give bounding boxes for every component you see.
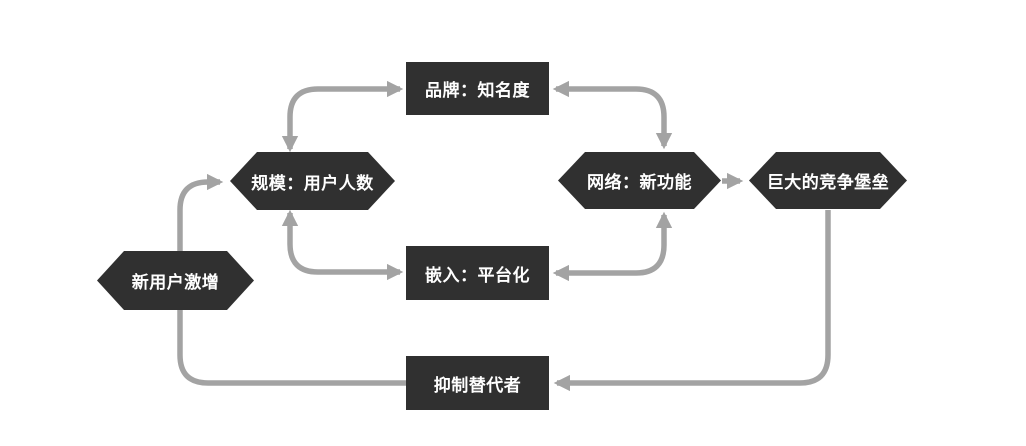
edge-embed-network [552, 211, 673, 282]
node-network-label: 网络：新功能 [587, 173, 692, 193]
node-brand: 品牌：知名度 [406, 62, 549, 115]
node-scale: 规模：用户人数 [230, 152, 395, 210]
node-brand-label: 品牌：知名度 [425, 81, 530, 101]
node-surge: 新用户激增 [97, 251, 254, 310]
node-surge-label: 新用户激增 [131, 273, 220, 293]
edge-scale-brand [281, 80, 404, 153]
node-network: 网络：新功能 [558, 152, 721, 209]
node-embed: 嵌入：平台化 [406, 246, 549, 300]
node-embed-label: 嵌入：平台化 [425, 265, 530, 286]
node-suppress-label: 抑制替代者 [433, 375, 522, 396]
edge-fortress-suppress [553, 210, 831, 392]
edge-scale-embed [281, 209, 404, 281]
edge-brand-network [552, 80, 673, 150]
node-scale-label: 规模：用户人数 [251, 173, 374, 194]
node-suppress: 抑制替代者 [406, 356, 549, 410]
node-fortress-label: 巨大的竞争堡垒 [766, 173, 890, 193]
node-fortress: 巨大的竞争堡垒 [749, 152, 907, 209]
